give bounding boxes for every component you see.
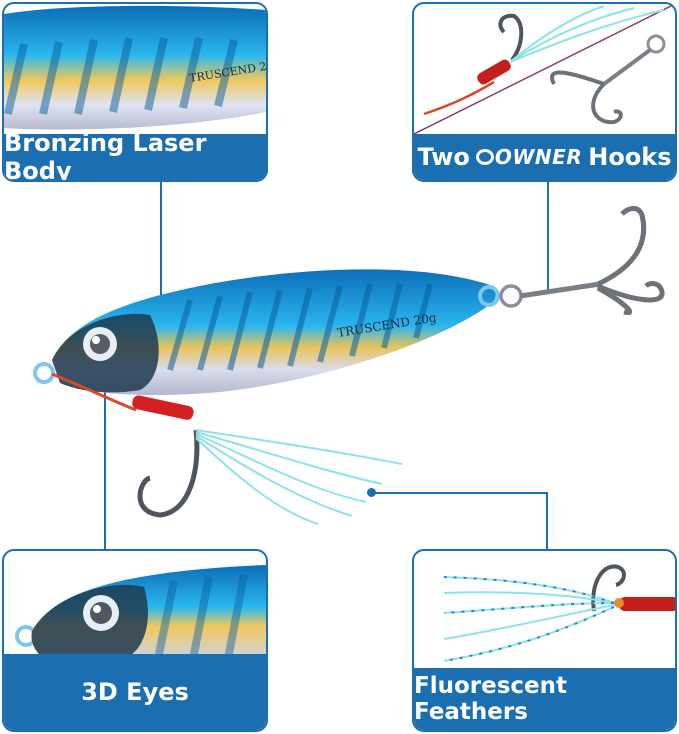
panel-fluorescent-feathers: Fluorescent Feathers xyxy=(412,549,677,732)
panel-owner-hooks: Two OWNER Hooks xyxy=(412,2,677,182)
caption-3d-eyes: 3D Eyes xyxy=(4,654,266,730)
feathers-image xyxy=(443,564,675,662)
laser-body-image: TRUSCEND 20g xyxy=(4,5,266,130)
eyes-image xyxy=(15,565,266,659)
caption-hooks-prefix: Two xyxy=(417,143,470,171)
panel-laser-body: TRUSCEND 20g Bronzing Laser Body xyxy=(2,2,268,182)
connector-line-feathers-v xyxy=(546,492,548,549)
owner-hooks-image xyxy=(414,4,675,134)
owner-brand-logo: OWNER xyxy=(475,145,583,169)
connector-line-hooks xyxy=(547,182,549,292)
caption-owner-hooks: Two OWNER Hooks xyxy=(414,134,675,180)
panel-3d-eyes: 3D Eyes xyxy=(2,549,268,732)
owner-brand-text: OWNER xyxy=(494,145,583,169)
caption-laser-body: Bronzing Laser Body xyxy=(4,129,266,180)
caption-fluorescent-feathers: Fluorescent Feathers xyxy=(414,668,675,730)
owner-circle-icon xyxy=(475,149,494,165)
connector-line-body xyxy=(160,182,162,300)
caption-hooks-suffix: Hooks xyxy=(588,143,672,171)
lure-print: TRUSCEND 20g xyxy=(336,310,437,340)
connector-line-feathers-h xyxy=(372,492,548,494)
connector-line-eyes xyxy=(104,370,106,549)
connector-dot-feathers xyxy=(367,488,376,497)
